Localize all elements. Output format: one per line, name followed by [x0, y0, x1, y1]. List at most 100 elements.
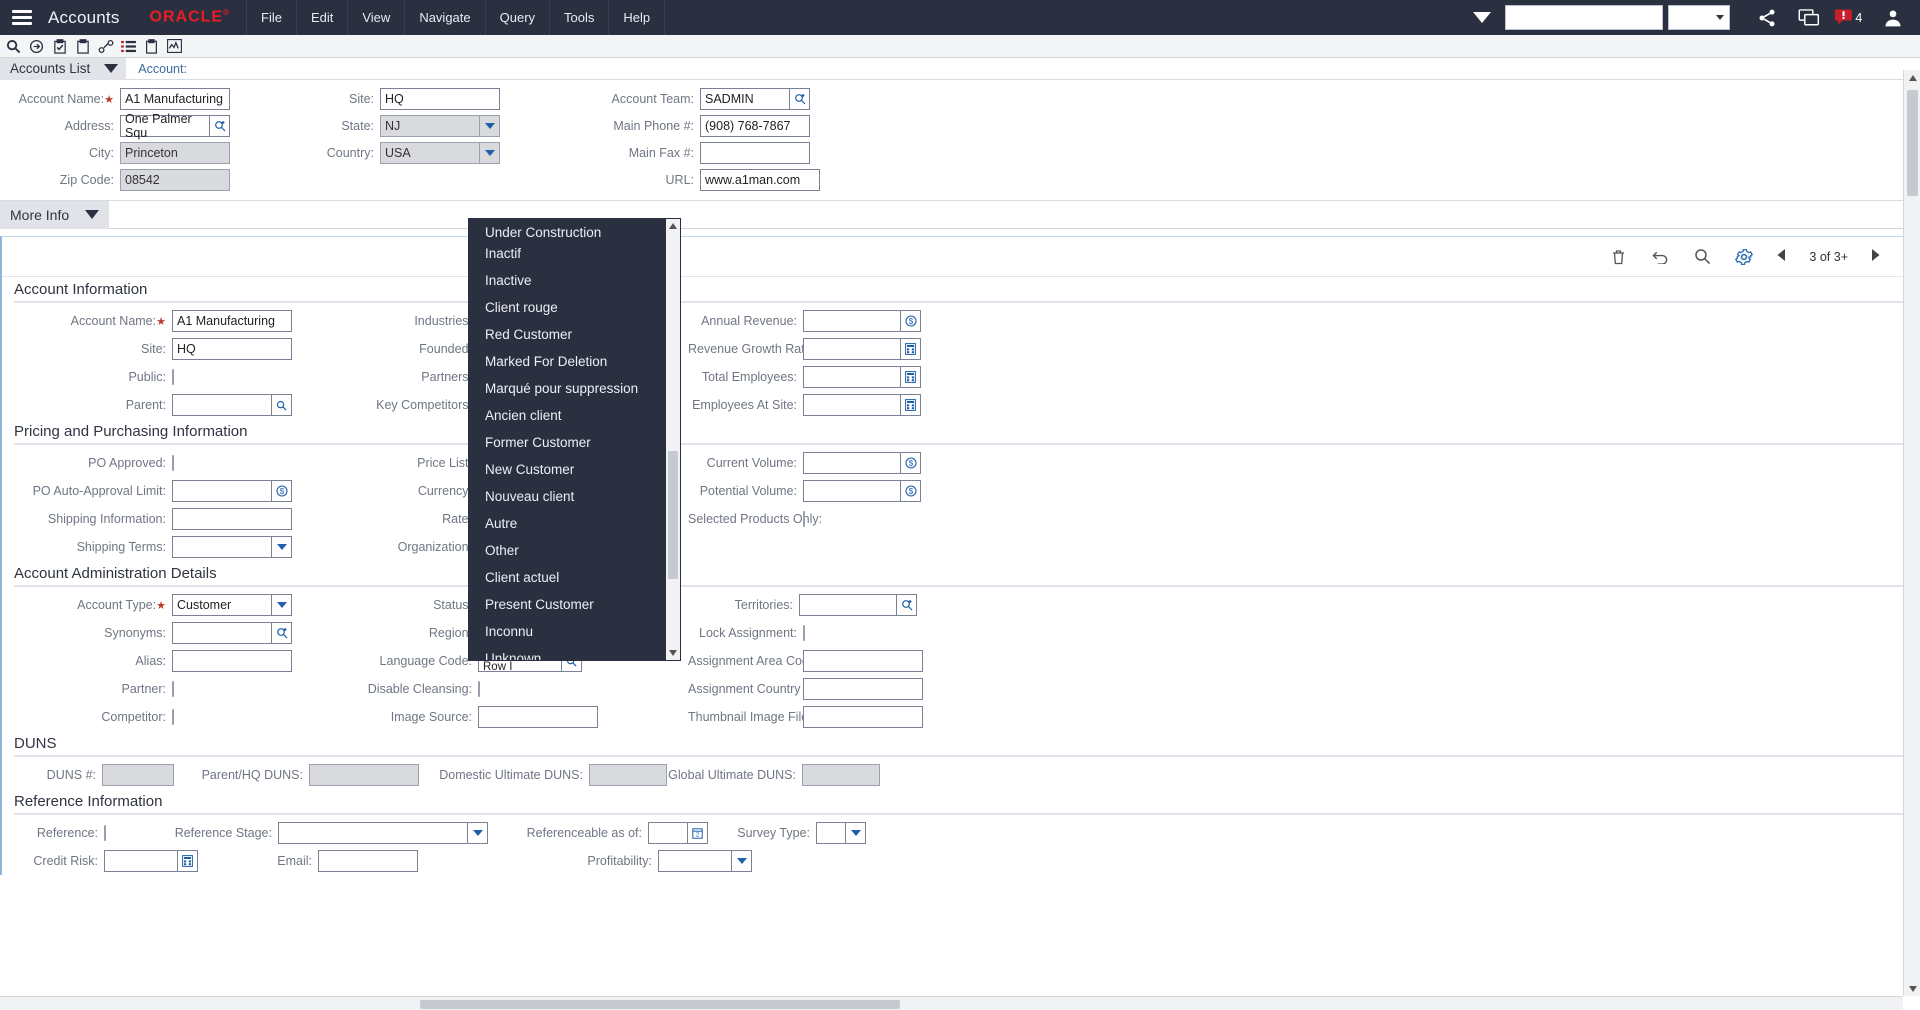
execute-query-icon[interactable] — [26, 36, 47, 56]
account-name-input[interactable]: A1 Manufacturing — [172, 310, 292, 332]
currency-calculator-icon[interactable]: $ — [272, 480, 292, 502]
scroll-up-icon[interactable] — [666, 219, 680, 233]
annual-revenue-input[interactable] — [803, 310, 901, 332]
scroll-down-icon[interactable] — [666, 646, 680, 660]
duns-number-input[interactable] — [102, 764, 174, 786]
revenue-growth-rate-input[interactable] — [803, 338, 901, 360]
scroll-thumb[interactable] — [668, 451, 678, 579]
site-input[interactable]: HQ — [380, 87, 500, 110]
copy-record-icon[interactable] — [72, 36, 93, 56]
user-avatar-icon[interactable] — [1872, 0, 1914, 35]
account-team-input[interactable]: SADMIN — [700, 87, 790, 110]
calendar-icon[interactable]: 2 — [688, 822, 708, 844]
scroll-up-icon[interactable] — [1904, 70, 1920, 85]
menu-file[interactable]: File — [246, 0, 296, 35]
previous-record-icon[interactable] — [1775, 248, 1787, 265]
menu-query[interactable]: Query — [484, 0, 549, 35]
page-vertical-scrollbar[interactable] — [1903, 70, 1920, 996]
reference-stage-field[interactable] — [278, 822, 488, 844]
reference-checkbox[interactable] — [104, 825, 106, 841]
lock-assignment-checkbox[interactable] — [803, 625, 805, 641]
profitability-dropdown-icon[interactable] — [732, 850, 752, 872]
chat-icon[interactable] — [1788, 0, 1830, 35]
email-input[interactable] — [318, 850, 418, 872]
next-record-icon[interactable] — [1870, 248, 1882, 265]
dropdown-option[interactable]: Inactif — [485, 246, 522, 261]
employees-at-site-input[interactable] — [803, 394, 901, 416]
parent-input[interactable] — [172, 394, 272, 416]
country-field[interactable]: USA — [380, 141, 500, 164]
disable-cleansing-checkbox[interactable] — [478, 681, 480, 697]
main-phone-input[interactable]: (908) 768-7867 — [700, 114, 810, 137]
po-approved-checkbox[interactable] — [172, 455, 174, 471]
global-ultimate-duns-input[interactable] — [802, 764, 880, 786]
dropdown-option[interactable]: Client actuel — [485, 570, 560, 585]
calculator-icon[interactable] — [901, 338, 921, 360]
menu-tools[interactable]: Tools — [549, 0, 608, 35]
public-checkbox[interactable] — [172, 369, 174, 385]
hamburger-menu-icon[interactable] — [0, 10, 44, 25]
calculator-icon[interactable] — [901, 366, 921, 388]
undo-icon[interactable] — [1649, 246, 1671, 268]
shipping-terms-dropdown-icon[interactable] — [272, 536, 292, 558]
alias-input[interactable] — [172, 650, 292, 672]
delete-icon[interactable] — [1607, 246, 1629, 268]
dropdown-option[interactable]: Client rouge — [485, 300, 558, 315]
dropdown-option[interactable]: Former Customer — [485, 435, 591, 450]
account-team-picker-icon[interactable] — [790, 87, 810, 110]
dropdown-option[interactable]: Other — [485, 543, 519, 558]
dropdown-option[interactable]: Inactive — [485, 273, 532, 288]
chevron-down-icon[interactable] — [85, 210, 100, 219]
query-icon[interactable] — [1691, 246, 1713, 268]
scroll-thumb[interactable] — [1907, 90, 1918, 196]
assignment-area-code-input[interactable] — [803, 650, 923, 672]
search-icon[interactable] — [3, 36, 24, 56]
referenceable-as-of-input[interactable] — [648, 822, 688, 844]
clipboard-icon[interactable] — [141, 36, 162, 56]
page-horizontal-scrollbar[interactable] — [0, 996, 1903, 1010]
parent-hq-duns-input[interactable] — [309, 764, 419, 786]
competitor-checkbox[interactable] — [172, 709, 174, 725]
dropdown-option[interactable]: Inconnu — [485, 624, 534, 639]
menu-view[interactable]: View — [347, 0, 404, 35]
dropdown-option[interactable]: New Customer — [485, 462, 575, 477]
potential-volume-input[interactable] — [803, 480, 901, 502]
account-name-input[interactable]: A1 Manufacturing — [120, 87, 230, 110]
domestic-ultimate-duns-input[interactable] — [589, 764, 667, 786]
currency-calculator-icon[interactable]: $ — [901, 452, 921, 474]
notification-icon[interactable]: 4 — [1830, 0, 1872, 35]
scroll-down-icon[interactable] — [1904, 981, 1920, 996]
currency-calculator-icon[interactable]: $ — [901, 480, 921, 502]
synonyms-input[interactable] — [172, 622, 272, 644]
dropdown-option[interactable]: Ancien client — [485, 408, 562, 423]
assignment-country-code-input[interactable] — [803, 678, 923, 700]
menu-help[interactable]: Help — [608, 0, 666, 35]
chart-icon[interactable] — [164, 36, 185, 56]
menu-navigate[interactable]: Navigate — [404, 0, 484, 35]
address-input[interactable]: One Palmer Squ — [120, 112, 210, 140]
total-employees-input[interactable] — [803, 366, 901, 388]
chevron-down-icon[interactable] — [104, 64, 119, 73]
dropdown-option[interactable]: Marked For Deletion — [485, 354, 608, 369]
settings-icon[interactable] — [1733, 246, 1755, 268]
zip-code-input[interactable]: 08542 — [120, 168, 230, 191]
share-icon[interactable] — [1746, 0, 1788, 35]
thumbnail-image-file-input[interactable] — [803, 706, 923, 728]
reference-stage-dropdown-icon[interactable] — [468, 822, 488, 844]
more-info-tab[interactable]: More Info — [0, 200, 110, 229]
account-type-field[interactable]: Customer — [172, 594, 292, 616]
parent-search-icon[interactable] — [272, 394, 292, 416]
city-input[interactable]: Princeton — [120, 141, 230, 164]
dropdown-scrollbar[interactable] — [666, 219, 680, 660]
new-record-icon[interactable] — [49, 36, 70, 56]
shipping-information-input[interactable] — [172, 508, 292, 530]
dropdown-option[interactable]: Nouveau client — [485, 489, 575, 504]
dropdown-option[interactable]: Present Customer — [485, 597, 594, 612]
state-dropdown-icon[interactable] — [480, 114, 500, 137]
currency-calculator-icon[interactable]: $ — [901, 310, 921, 332]
dropdown-option[interactable]: Unknown — [485, 651, 542, 661]
main-fax-input[interactable] — [700, 141, 810, 164]
search-scope-select[interactable] — [1668, 5, 1730, 30]
dropdown-option[interactable]: Marqué pour suppression — [485, 381, 639, 396]
synonyms-picker-icon[interactable] — [272, 622, 292, 644]
